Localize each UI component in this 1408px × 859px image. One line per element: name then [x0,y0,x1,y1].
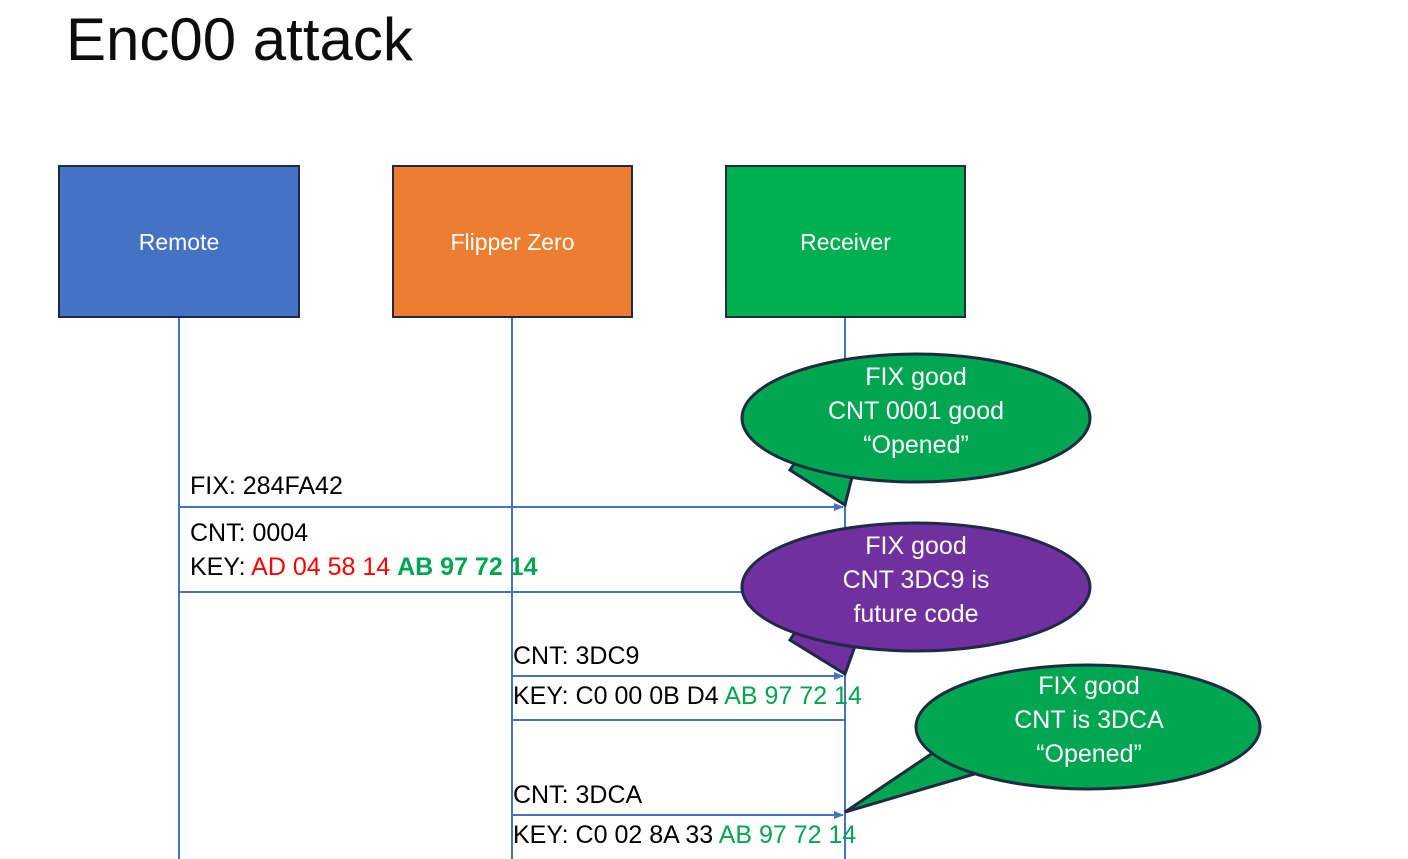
message-flipper-cnt-1: CNT: 3DC9 [513,641,639,671]
lane-box-remote[interactable]: Remote [58,165,300,318]
bubble-future-code-line-1: FIX good [865,532,967,560]
message-flipper-key-1-green: AB 97 72 14 [724,682,862,710]
bubble-future-code-body [740,521,1092,653]
message-remote-key: KEY: AD 04 58 14 AB 97 72 14 [190,552,538,582]
bubble-first-good-text: FIX good CNT 0001 good “Opened” [756,360,1076,462]
message-remote-key-prefix: KEY: [190,553,252,581]
bubble-future-code-line-2: CNT 3DC9 is [842,566,990,594]
message-flipper-key-1-prefix: KEY: C0 00 0B D4 [513,682,725,710]
message-remote-fix-text: FIX: 284FA42 [190,472,343,500]
lane-label-receiver: Receiver [800,228,891,255]
bubble-first-good-line-1: FIX good [865,363,967,391]
bubble-first-good-line-3: “Opened” [863,431,969,459]
bubble-second-good-text: FIX good CNT is 3DCA “Opened” [930,669,1248,771]
bubble-first-good-line-2: CNT 0001 good [827,397,1005,425]
bubble-future-code-line-3: future code [853,600,979,628]
bubble-second-good-line-3: “Opened” [1036,740,1142,768]
message-remote-key-green: AB 97 72 14 [397,553,538,581]
page-title: Enc00 attack [66,6,413,73]
message-remote-cnt-text: CNT: 0004 [190,519,309,547]
message-flipper-cnt-1-text: CNT: 3DC9 [513,642,640,670]
bubble-first-good-body [740,352,1092,484]
lane-label-remote: Remote [138,228,220,255]
lane-box-receiver[interactable]: Receiver [725,165,966,318]
message-flipper-key-2-prefix: KEY: C0 02 8A 33 [513,821,719,849]
message-remote-key-red: AD 04 58 14 [251,553,391,581]
bubble-second-good-line-1: FIX good [1038,672,1140,700]
lane-label-flipper: Flipper Zero [450,228,575,255]
message-flipper-key-2: KEY: C0 02 8A 33 AB 97 72 14 [513,820,856,850]
message-flipper-cnt-2: CNT: 3DCA [513,780,642,810]
bubble-second-good-body [914,663,1262,791]
message-flipper-key-1: KEY: C0 00 0B D4 AB 97 72 14 [513,681,862,711]
bubble-future-code-text: FIX good CNT 3DC9 is future code [756,529,1076,631]
bubble-second-good-line-2: CNT is 3DCA [1014,706,1164,734]
message-flipper-cnt-2-text: CNT: 3DCA [513,781,643,809]
message-remote-cnt: CNT: 0004 [190,518,308,548]
message-remote-fix: FIX: 284FA42 [190,471,343,501]
message-flipper-key-2-green: AB 97 72 14 [718,821,857,849]
lane-box-flipper[interactable]: Flipper Zero [392,165,633,318]
